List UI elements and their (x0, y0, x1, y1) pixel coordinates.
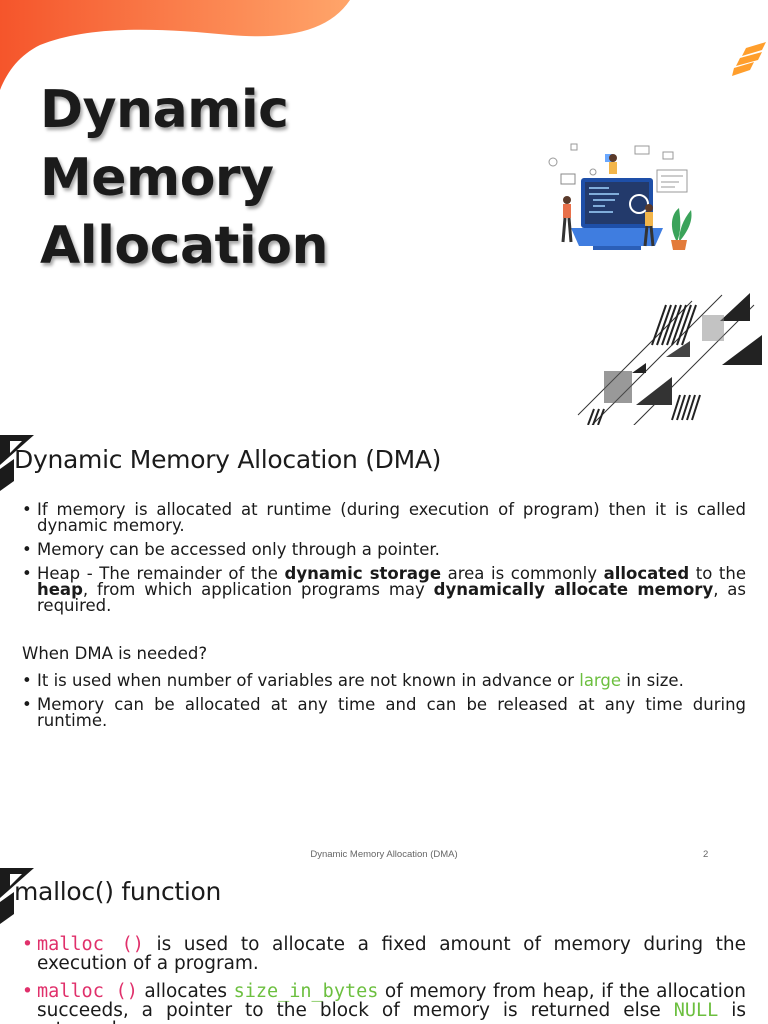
bullet-icon: • (22, 981, 33, 1002)
corner-triangle-icon (0, 868, 34, 924)
code-text: malloc () (37, 981, 138, 1002)
bullet-text: Memory can be accessed only through a po… (37, 540, 440, 559)
bullet-text: is used to allocate a fixed amount of me… (37, 934, 746, 974)
bullet-icon: • (22, 564, 32, 583)
slide-footer-title: Dynamic Memory Allocation (DMA) (310, 849, 458, 860)
bullet-text: is returned. (37, 1000, 746, 1024)
bullet-icon: • (22, 500, 32, 519)
computer-illustration (548, 143, 692, 250)
highlight-text: large (579, 671, 622, 690)
section-heading: Dynamic Memory Allocation (DMA) (14, 445, 442, 474)
bullet-text: If memory is allocated at runtime (durin… (37, 500, 746, 535)
bullet-text: , from which application programs may (82, 580, 434, 599)
title-line-1: Dynamic (40, 80, 289, 140)
slide-page-number: 2 (703, 849, 709, 860)
when-dma-needed-label: When DMA is needed? (22, 644, 208, 663)
bullet-icon: • (22, 540, 32, 559)
code-text: malloc () (37, 934, 144, 955)
malloc-bullet-list: •malloc () is used to allocate a fixed a… (22, 935, 746, 1024)
bullet-icon: • (22, 671, 32, 690)
title-slide: Dynamic Memory Allocation (0, 0, 768, 425)
geometric-stripes-decoration (577, 293, 762, 425)
bullet-text: , as required. (37, 580, 746, 615)
title-line-2: Memory (40, 148, 274, 208)
bullet-text: It is used when number of variables are … (37, 671, 580, 690)
list-item: • Heap - The remainder of the dynamic sto… (22, 564, 747, 615)
orange-swoosh-decoration (0, 0, 350, 90)
list-item: • Memory can be allocated at any time and… (22, 695, 746, 730)
list-item: •malloc () allocates size_in_bytes of me… (22, 982, 746, 1024)
emphasis-text: heap (37, 580, 83, 599)
when-needed-list: • It is used when number of variables are… (22, 671, 746, 737)
bullet-text: allocates (137, 981, 234, 1002)
malloc-slide: malloc() function •malloc () is used to … (0, 868, 768, 1024)
bullet-text: of memory from heap, if the allocation s… (37, 981, 746, 1021)
corner-triangle-icon (0, 435, 34, 491)
section-heading: malloc() function (14, 877, 222, 906)
bullet-text: Memory can be allocated at any time and … (37, 695, 746, 730)
bullet-text: in size. (621, 671, 684, 690)
emphasis-text: allocated (603, 564, 690, 583)
emphasis-text: dynamically allocate memory (433, 580, 714, 599)
bullet-text: Heap - The remainder of the (37, 564, 285, 583)
orange-spark-decoration (732, 42, 766, 76)
emphasis-text: dynamic storage (284, 564, 442, 583)
code-text: NULL (673, 1000, 719, 1021)
slide-title: Dynamic Memory Allocation (40, 76, 328, 280)
code-text: size_in_bytes (233, 981, 379, 1002)
list-item: • If memory is allocated at runtime (duri… (22, 500, 746, 535)
list-item: •malloc () is used to allocate a fixed a… (22, 935, 746, 973)
dma-overview-slide: Dynamic Memory Allocation (DMA) • If memo… (0, 425, 768, 868)
bullet-icon: • (22, 695, 32, 714)
bullet-text: area is commonly (441, 564, 604, 583)
bullet-icon: • (22, 934, 33, 955)
dma-bullet-list: • If memory is allocated at runtime (duri… (22, 500, 747, 622)
bullet-text: to the (689, 564, 747, 583)
list-item: • Memory can be accessed only through a p… (22, 540, 746, 559)
list-item: • It is used when number of variables are… (22, 671, 746, 690)
title-line-3: Allocation (40, 216, 328, 276)
